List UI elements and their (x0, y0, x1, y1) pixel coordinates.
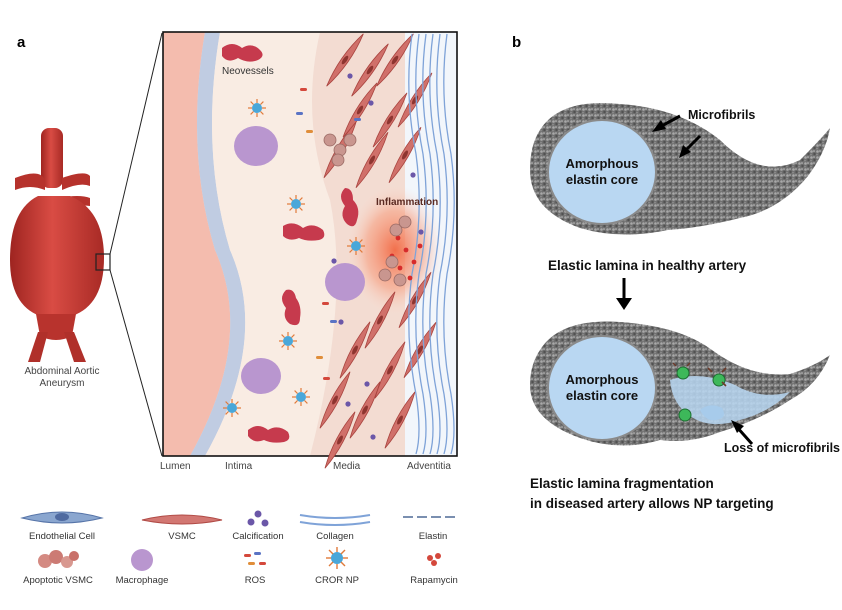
layer-intima: Intima (225, 461, 253, 472)
layer-adventitia: Adventitia (407, 461, 451, 472)
ros-marker (323, 377, 330, 380)
cror-np-particles (223, 99, 365, 417)
calcification-dot (410, 172, 416, 178)
apoptotic-vsmc (385, 255, 399, 269)
panel-b-letter: b (512, 34, 522, 51)
healthy-caption: Elastic lamina in healthy artery (548, 258, 747, 273)
legend-collagen: Collagen (316, 531, 354, 542)
ros-marker (330, 320, 337, 323)
calcification-dot (338, 319, 344, 325)
vsmc-cell (355, 132, 389, 188)
legend-rapamycin: Rapamycin (410, 575, 458, 586)
microfibrils-label: Microfibrils (688, 108, 756, 122)
vsmc-cell (349, 381, 381, 439)
cror-np (279, 332, 297, 350)
diseased-elastin-fiber (530, 321, 830, 446)
calcification-dot (347, 73, 353, 79)
apoptotic-vsmc (323, 133, 337, 147)
vsmc-cell (364, 291, 396, 349)
legend-endothelial-cell: Endothelial Cell (28, 531, 95, 542)
collagen-strand (436, 33, 448, 455)
collagen-strand (429, 33, 441, 455)
legend-vsmc: VSMC (168, 531, 196, 542)
apoptotic-vsmc (398, 215, 412, 229)
vsmc-cell (372, 92, 408, 148)
layer-media: Media (333, 461, 361, 472)
calcification-dot (368, 100, 374, 106)
apoptotic-vsmc (393, 273, 407, 287)
healthy-core-line1: Amorphous (565, 156, 639, 171)
ros-and-calcification (296, 73, 424, 440)
vsmc-cell (326, 33, 364, 87)
artery-wall-inset (162, 31, 458, 457)
legend-cror-np: CROR NP (315, 575, 359, 586)
diseased-core-line2: elastin core (565, 388, 639, 403)
cror-np (292, 388, 310, 406)
neovessels-label: Neovessels (222, 66, 274, 77)
rapamycin-dot (403, 247, 409, 253)
collagen-strand (443, 33, 455, 455)
aorta-label-line1: Abdominal Aortic (24, 366, 100, 377)
collagen-strand (422, 33, 434, 455)
healthy-core-label: Amorphous elastin core (552, 156, 652, 188)
ros-marker (316, 356, 323, 359)
collagen-strand (415, 33, 427, 455)
inflammation-label: Inflammation (376, 197, 439, 208)
healthy-elastin-fiber (530, 103, 830, 235)
apoptotic-vsmc (343, 133, 357, 147)
cror-np (347, 237, 365, 255)
rapamycin-dot (411, 259, 417, 265)
legend-glyphs (20, 510, 455, 571)
panel-a-letter: a (17, 34, 26, 51)
ros-marker (300, 88, 307, 91)
aorta-label: Abdominal Aortic Aneurysm (12, 366, 112, 390)
ros-marker (354, 118, 361, 121)
rapamycin-dot (395, 235, 401, 241)
apoptotic-vsmc (389, 223, 403, 237)
aorta-label-line2: Aneurysm (39, 378, 85, 389)
healthy-core-line2: elastin core (565, 172, 639, 187)
cror-np (248, 99, 266, 117)
legend-apoptotic-vsmc: Apoptotic VSMC (23, 575, 93, 586)
vsmc-cell (376, 33, 414, 87)
ros-marker (296, 112, 303, 115)
diseased-caption: Elastic lamina fragmentation in diseased… (530, 474, 774, 514)
vsmc-cell (351, 43, 389, 97)
legend-ros: ROS (244, 575, 266, 586)
aorta-illustration (10, 32, 163, 457)
vsmc-cell (374, 341, 406, 399)
layer-lumen: Lumen (160, 461, 191, 472)
ros-marker (306, 130, 313, 133)
vsmc-cell (324, 411, 356, 469)
apoptotic-vsmc (378, 268, 392, 282)
diseased-caption-line2: in diseased artery allows NP targeting (530, 496, 774, 511)
calcification-dot (345, 401, 351, 407)
diseased-caption-line1: Elastic lamina fragmentation (530, 476, 714, 491)
ros-marker (322, 302, 329, 305)
calcification-dot (418, 229, 424, 235)
diseased-core-line1: Amorphous (565, 372, 639, 387)
cror-np (223, 399, 241, 417)
legend-macrophage: Macrophage (115, 575, 169, 586)
arrows (616, 114, 754, 445)
neovessel-group (222, 44, 359, 443)
rapamycin-dot (397, 265, 403, 271)
legend-elastin: Elastin (418, 531, 448, 542)
nanoparticle-markers (672, 362, 727, 422)
rapamycin-dot (407, 275, 413, 281)
calcification-dot (331, 258, 337, 264)
vsmc-cell (319, 371, 351, 429)
rapamycin-dot (417, 243, 423, 249)
legend-calcification: Calcification (232, 531, 284, 542)
apoptotic-vsmc (331, 153, 345, 167)
calcification-dot (364, 381, 370, 387)
loss-of-microfibrils-label: Loss of microfibrils (724, 441, 840, 455)
cror-np (287, 195, 305, 213)
vsmc-cell (339, 321, 371, 379)
calcification-dot (370, 434, 376, 440)
diseased-core-label: Amorphous elastin core (552, 372, 652, 404)
macrophage-group (234, 126, 365, 394)
